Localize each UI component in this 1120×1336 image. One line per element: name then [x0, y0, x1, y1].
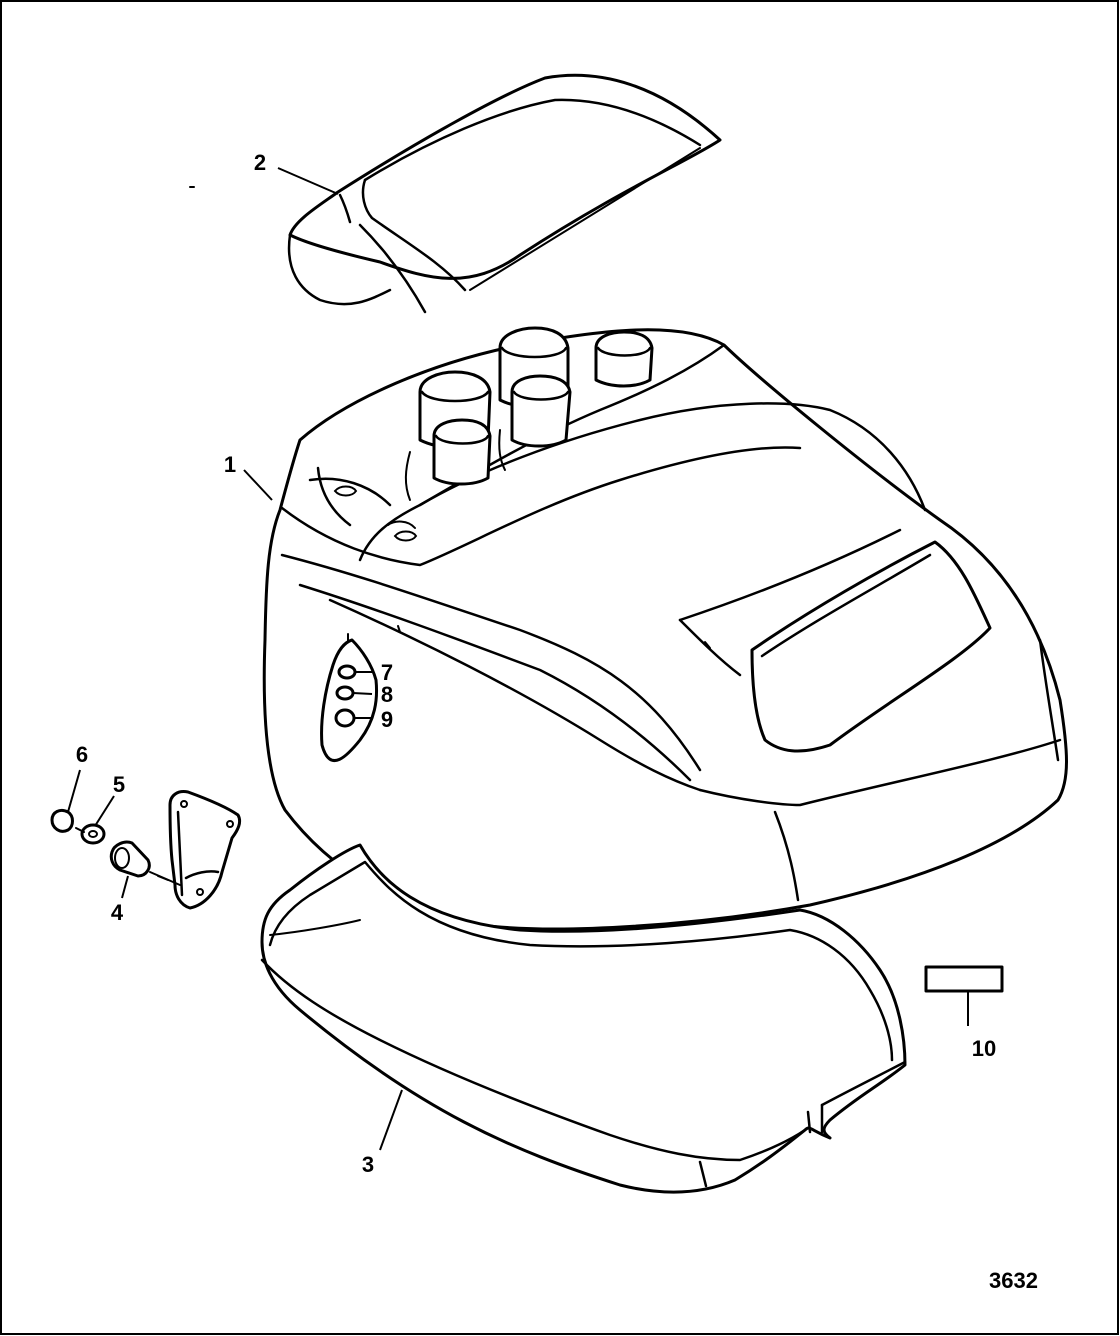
side-mount-pad	[320, 625, 711, 762]
callout-5: 5	[113, 772, 125, 797]
callout-3: 3	[362, 1152, 374, 1177]
part-decal-box	[924, 965, 1004, 993]
callout-9: 9	[381, 707, 393, 732]
stud-washer-7	[337, 664, 357, 680]
callout-2: 2	[254, 150, 266, 175]
part-top-cover-cap	[189, 73, 722, 314]
callout-10: 10	[972, 1036, 996, 1061]
callout-1: 1	[224, 452, 236, 477]
figure-number: 3632	[989, 1268, 1038, 1293]
part-engine-cowl	[262, 328, 1068, 931]
bracket-hardware	[50, 790, 242, 910]
callout-8: 8	[381, 682, 393, 707]
callout-6: 6	[76, 742, 88, 767]
washer	[80, 823, 106, 845]
stud-washer-8	[335, 685, 355, 701]
part-bottom-seal	[260, 843, 907, 1194]
callout-labels: 2 1 3 4 5 6 7 8 9 10	[76, 150, 996, 1177]
leader-lines	[67, 167, 969, 1151]
nut	[50, 808, 74, 833]
spacer	[109, 840, 151, 878]
callout-4: 4	[111, 900, 124, 925]
mounting-bracket	[168, 790, 242, 910]
callout-7: 7	[381, 660, 393, 685]
intake-stacks	[404, 326, 654, 501]
stud-nut-9	[334, 708, 356, 728]
